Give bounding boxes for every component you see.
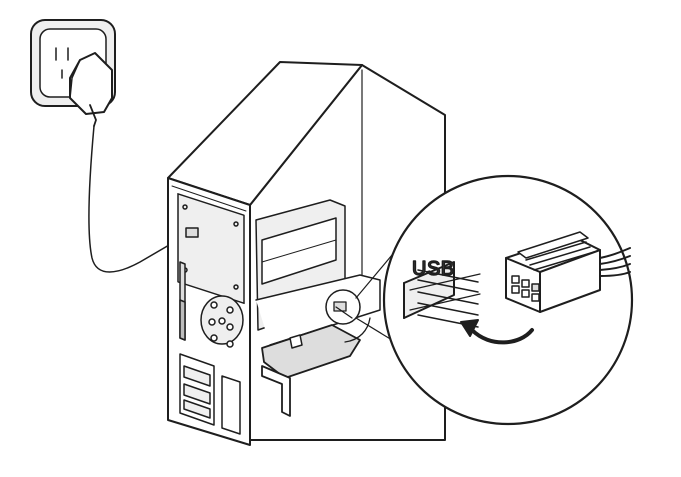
io-plate [177, 193, 245, 305]
power-adapter [69, 52, 113, 127]
usb-header-label: USB [412, 258, 455, 280]
pcie-bracket [261, 365, 291, 417]
direction-arrow [460, 319, 534, 345]
usb-connector-plug [505, 231, 631, 313]
psu-fan [200, 295, 244, 348]
power-port [185, 227, 199, 238]
callout-leader-lines [355, 254, 393, 341]
power-cable [88, 125, 189, 273]
magnifier-callout: USB [382, 174, 634, 426]
expansion-slot-covers [179, 261, 186, 341]
lower-bays [179, 353, 241, 435]
pcie-card [261, 317, 371, 417]
